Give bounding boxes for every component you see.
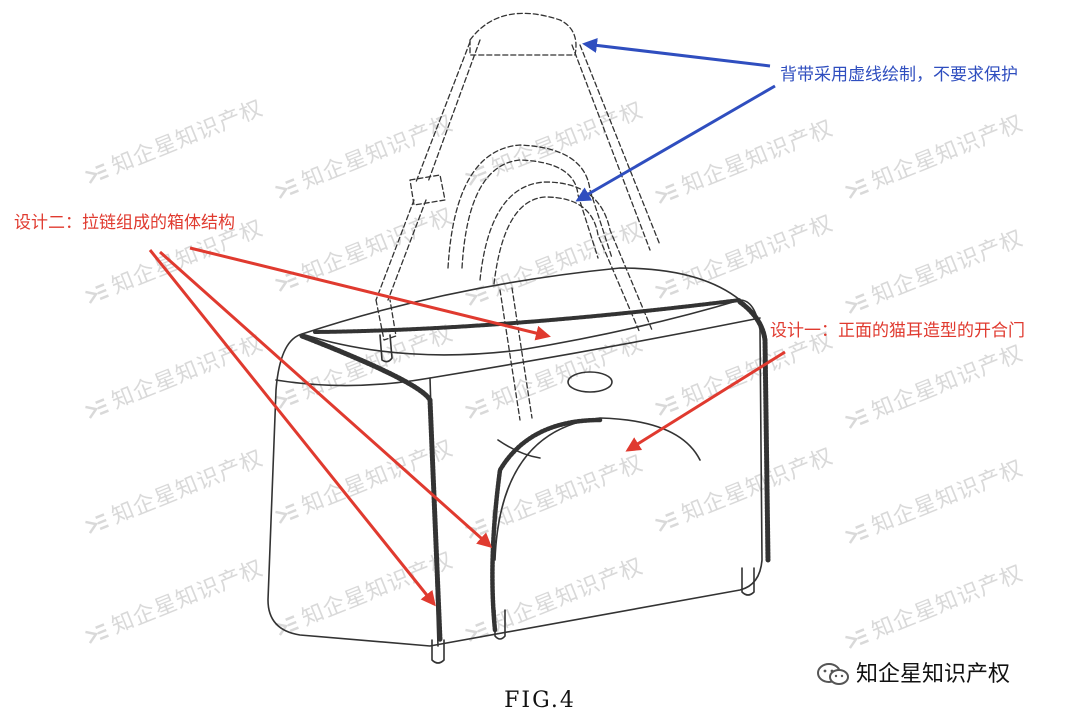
arrow-strap-top [582, 37, 771, 68]
watermark-logo-icon [465, 165, 489, 186]
annotation-arrows [148, 37, 786, 607]
arrow-zipper-top [189, 246, 551, 341]
watermark-logo-icon [275, 388, 299, 409]
arrow-zipper-left [148, 249, 436, 607]
watermark: 知企星知识产权 [270, 542, 457, 642]
watermark: 知企星知识产权 [460, 92, 647, 192]
wechat-icon [817, 663, 849, 685]
watermark-logo-icon [85, 623, 109, 644]
watermark: 知企星知识产权 [80, 325, 267, 425]
watermark: 知企星知识产权 [460, 325, 647, 425]
watermark: 知企星知识产权 [460, 548, 647, 648]
watermark: 知企星知识产权 [80, 550, 267, 650]
watermark-logo-icon [465, 398, 489, 419]
arrow-strap-handle [575, 84, 776, 202]
annotation-strap: 背带采用虚线绘制，不要求保护 [780, 65, 1018, 85]
watermark: 知企星知识产权 [460, 445, 647, 545]
badge-text: 知企星知识产权 [856, 662, 1011, 687]
watermark: 知企星知识产权 [270, 198, 457, 298]
watermark-logo-icon [275, 503, 299, 524]
watermark-logo-icon [465, 518, 489, 539]
watermark-logo-icon [85, 283, 109, 304]
arrow-zipper-front [159, 250, 493, 548]
watermark-logo-icon [845, 408, 869, 429]
wechat-account-badge: 知企星知识产权 [816, 656, 1010, 688]
bag-body [267, 267, 771, 664]
carry-handles [447, 144, 653, 421]
watermark: 知企星知识产权 [270, 430, 457, 530]
watermark: 知企星知识产权 [650, 110, 837, 210]
shoulder-strap [375, 12, 661, 341]
watermark: 知企星知识产权 [80, 90, 267, 190]
watermark: 知企星知识产权 [650, 322, 837, 422]
watermark-logo-icon [275, 271, 299, 292]
annotation-design-two: 设计二：拉链组成的箱体结构 [14, 213, 235, 233]
watermark-logo-icon [275, 178, 299, 199]
watermark-logo-icon [655, 511, 679, 532]
watermark-logo-icon [845, 293, 869, 314]
watermark: 知企星知识产权 [270, 105, 457, 205]
watermark-logo-icon [655, 183, 679, 204]
watermark-logo-icon [845, 628, 869, 649]
watermark: 知企星知识产权 [840, 105, 1027, 205]
watermark: 知企星知识产权 [80, 210, 267, 310]
watermark-logo-icon [85, 163, 109, 184]
watermark: 知企星知识产权 [840, 335, 1027, 435]
watermark: 知企星知识产权 [650, 438, 837, 538]
watermark-logo-icon [845, 523, 869, 544]
watermark: 知企星知识产权 [840, 450, 1027, 550]
watermark-logo-icon [465, 621, 489, 642]
watermark-logo-icon [655, 395, 679, 416]
watermark: 知企星知识产权 [840, 555, 1027, 655]
watermark: 知企星知识产权 [840, 220, 1027, 320]
watermark-logo-icon [845, 178, 869, 199]
arrow-cat-door [625, 350, 786, 452]
annotation-design-one: 设计一：正面的猫耳造型的开合门 [770, 321, 1025, 341]
watermark-logo-icon [275, 615, 299, 636]
figure-caption: FIG.4 [504, 688, 576, 713]
watermark-logo-icon [655, 278, 679, 299]
watermark: 知企星知识产权 [80, 440, 267, 540]
watermark: 知企星知识产权 [270, 315, 457, 415]
watermark-logo-icon [85, 513, 109, 534]
watermark-logo-icon [85, 398, 109, 419]
watermark: 知企星知识产权 [650, 205, 837, 305]
